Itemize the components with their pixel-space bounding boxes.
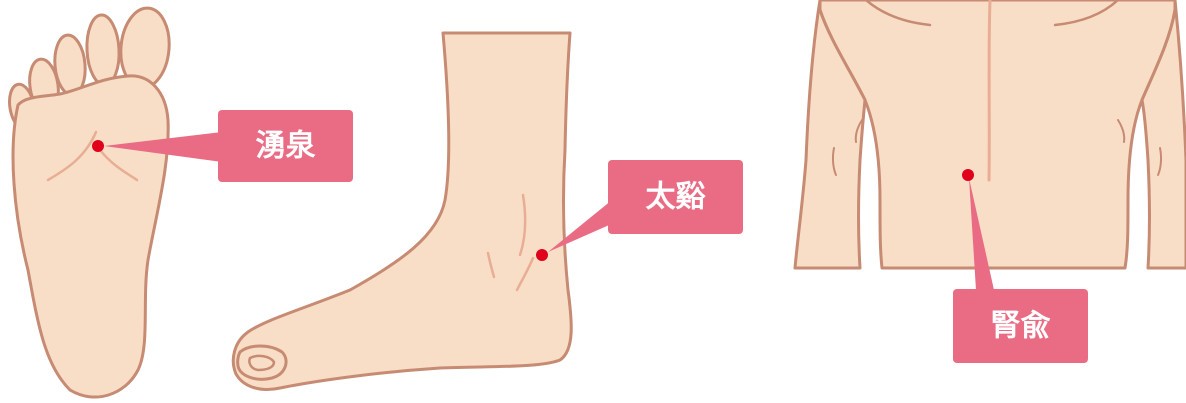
spine-line — [989, 0, 990, 180]
acupoint-dot-shenshu — [962, 169, 974, 181]
toenail — [249, 356, 274, 370]
callout-taixi: 太谿 — [536, 160, 743, 261]
foot-sole-illustration — [6, 6, 172, 397]
label-taixi: 太谿 — [646, 180, 707, 215]
back-illustration — [795, 0, 1186, 268]
label-yongquan: 湧泉 — [256, 129, 316, 164]
label-shenshu: 腎兪 — [991, 309, 1051, 344]
acupoint-dot-taixi — [536, 249, 548, 261]
torso — [820, 0, 1175, 268]
sole — [13, 76, 168, 397]
second-toe — [85, 14, 121, 86]
ankle-illustration — [233, 33, 571, 389]
acupoint-dot-yongquan — [92, 140, 104, 152]
leg-and-foot — [233, 33, 571, 389]
